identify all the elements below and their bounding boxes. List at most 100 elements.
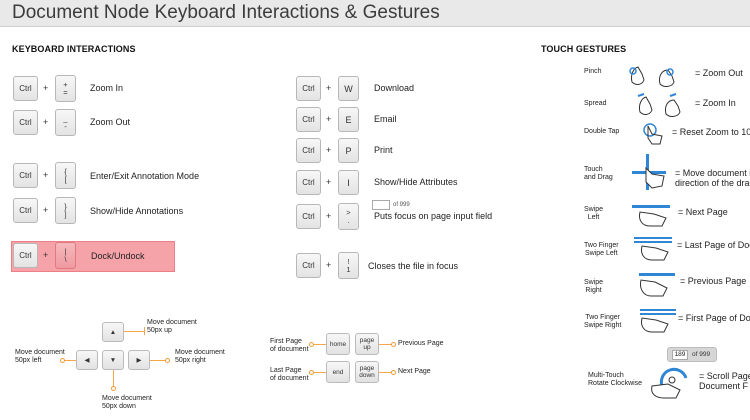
gesture-two-finger-swipe-right-desc: = First Page of Document [678, 313, 750, 323]
key-close-bracket[interactable]: } ] [55, 197, 76, 224]
key-p[interactable]: P [338, 138, 359, 163]
page-count-text: of 999 [393, 202, 410, 208]
plus-sign: + [326, 145, 332, 155]
connector-dot [165, 358, 170, 363]
ctrl-key[interactable]: Ctrl [296, 170, 321, 195]
shortcut-label: Puts focus on page input field [374, 211, 493, 221]
plus-sign: + [43, 205, 49, 215]
ctrl-key[interactable]: Ctrl [296, 253, 321, 278]
gesture-rotate-desc: = Scroll Page Document F [699, 371, 750, 391]
gesture-rotate-label: Multi-Touch Rotate Clockwise [588, 372, 643, 387]
page-indicator-bubble: 189 of 999 [667, 347, 717, 362]
next-page-label: Next Page [398, 368, 431, 375]
plus-sign: + [326, 260, 332, 270]
plus-sign: + [43, 170, 49, 180]
keyboard-heading: KEYBOARD INTERACTIONS [12, 44, 136, 54]
arrow-up-key[interactable]: ▲ [102, 322, 124, 342]
connector-dot [309, 342, 314, 347]
key-w[interactable]: W [338, 76, 359, 101]
shortcut-label: Show/Hide Attributes [374, 177, 458, 187]
plus-sign: + [326, 83, 332, 93]
swipe-right-hand-icon [639, 273, 675, 297]
gesture-double-tap-desc: = Reset Zoom to 100% [672, 127, 750, 137]
plus-sign: + [43, 83, 49, 93]
ctrl-key[interactable]: Ctrl [296, 76, 321, 101]
gesture-double-tap-label: Double Tap [584, 128, 620, 135]
ctrl-key[interactable]: Ctrl [13, 243, 38, 268]
key-plus[interactable]: + = [55, 75, 76, 102]
arrow-down-label: Move document 50px down [102, 395, 152, 410]
shortcut-label: Zoom In [90, 83, 124, 93]
gestures-heading: TOUCH GESTURES [541, 44, 627, 54]
page-title: Document Node Keyboard Interactions & Ge… [12, 2, 440, 23]
rotate-hand-icon [651, 367, 688, 399]
gesture-touch-drag-desc: = Move document in direction of the drag [675, 168, 750, 188]
plus-sign: + [43, 250, 49, 260]
shortcut-label: Zoom Out [90, 117, 131, 127]
gesture-touch-drag-label: Touch and Drag [584, 166, 613, 181]
previous-page-label: Previous Page [398, 340, 444, 347]
ctrl-key[interactable]: Ctrl [13, 163, 38, 188]
connector [379, 372, 393, 373]
arrow-right-key[interactable]: ▶ [128, 350, 150, 370]
key-i[interactable]: I [338, 170, 359, 195]
ctrl-key[interactable]: Ctrl [296, 204, 321, 229]
connector-dot [111, 386, 116, 391]
ctrl-key[interactable]: Ctrl [296, 138, 321, 163]
title-bar: Document Node Keyboard Interactions & Ge… [0, 0, 750, 27]
swipe-left-hand-icon [632, 205, 670, 227]
arrow-down-key[interactable]: ▼ [102, 350, 124, 370]
gesture-swipe-left-desc: = Next Page [678, 207, 728, 217]
gesture-spread-label: Spread [584, 100, 607, 107]
gesture-two-finger-swipe-left-desc: = Last Page of Document [677, 240, 750, 250]
double-tap-hand-icon [643, 123, 663, 145]
touch-drag-hand-icon [632, 154, 666, 190]
page-down-key[interactable]: page down [355, 361, 379, 383]
arrow-left-label: Move document 50px left [15, 349, 65, 364]
connector [113, 370, 114, 388]
connector-dot [391, 370, 396, 375]
ctrl-key[interactable]: Ctrl [13, 110, 38, 135]
last-page-label: Last Page of document [270, 367, 309, 382]
page-up-key[interactable]: page up [355, 333, 379, 355]
key-backslash[interactable]: | \ [55, 242, 76, 269]
shortcut-label: Closes the file in focus [368, 261, 459, 271]
connector-dot [60, 358, 65, 363]
key-minus[interactable]: _ - [55, 109, 76, 136]
connector [379, 344, 393, 345]
connector [124, 331, 144, 332]
shortcut-label: Dock/Undock [91, 251, 145, 261]
key-open-bracket[interactable]: { [ [55, 162, 76, 189]
key-period[interactable]: > . [338, 203, 359, 230]
gesture-two-finger-swipe-right-label: Two Finger Swipe Right [584, 314, 622, 329]
arrow-right-label: Move document 50px right [175, 349, 225, 364]
ctrl-key[interactable]: Ctrl [13, 76, 38, 101]
connector [144, 327, 145, 335]
first-page-label: First Page of document [270, 338, 309, 353]
page-input-example [372, 200, 390, 210]
shortcut-label: Show/Hide Annotations [90, 206, 184, 216]
ctrl-key[interactable]: Ctrl [13, 198, 38, 223]
shortcut-label: Download [374, 83, 415, 93]
spread-hand-icon [637, 93, 681, 117]
pinch-hand-icon [629, 66, 675, 87]
gesture-pinch-desc: = Zoom Out [695, 68, 743, 78]
gesture-pinch-label: Pinch [584, 68, 602, 75]
arrow-up-label: Move document 50px up [147, 319, 197, 334]
connector-dot [309, 370, 314, 375]
gesture-swipe-right-desc: = Previous Page [680, 276, 747, 286]
gesture-two-finger-swipe-left-label: Two Finger Swipe Left [584, 242, 619, 257]
connector [312, 344, 326, 345]
arrow-left-key[interactable]: ◀ [76, 350, 98, 370]
shortcut-label: Enter/Exit Annotation Mode [90, 171, 200, 181]
gesture-spread-desc: = Zoom In [695, 98, 736, 108]
shortcut-label: Email [374, 114, 397, 124]
connector [312, 372, 326, 373]
connector [150, 360, 166, 361]
ctrl-key[interactable]: Ctrl [296, 107, 321, 132]
key-e[interactable]: E [338, 107, 359, 132]
two-finger-swipe-left-hand-icon [634, 237, 672, 261]
home-key[interactable]: home [326, 333, 350, 355]
end-key[interactable]: end [326, 361, 350, 383]
key-exclamation[interactable]: ! 1 [338, 252, 359, 279]
